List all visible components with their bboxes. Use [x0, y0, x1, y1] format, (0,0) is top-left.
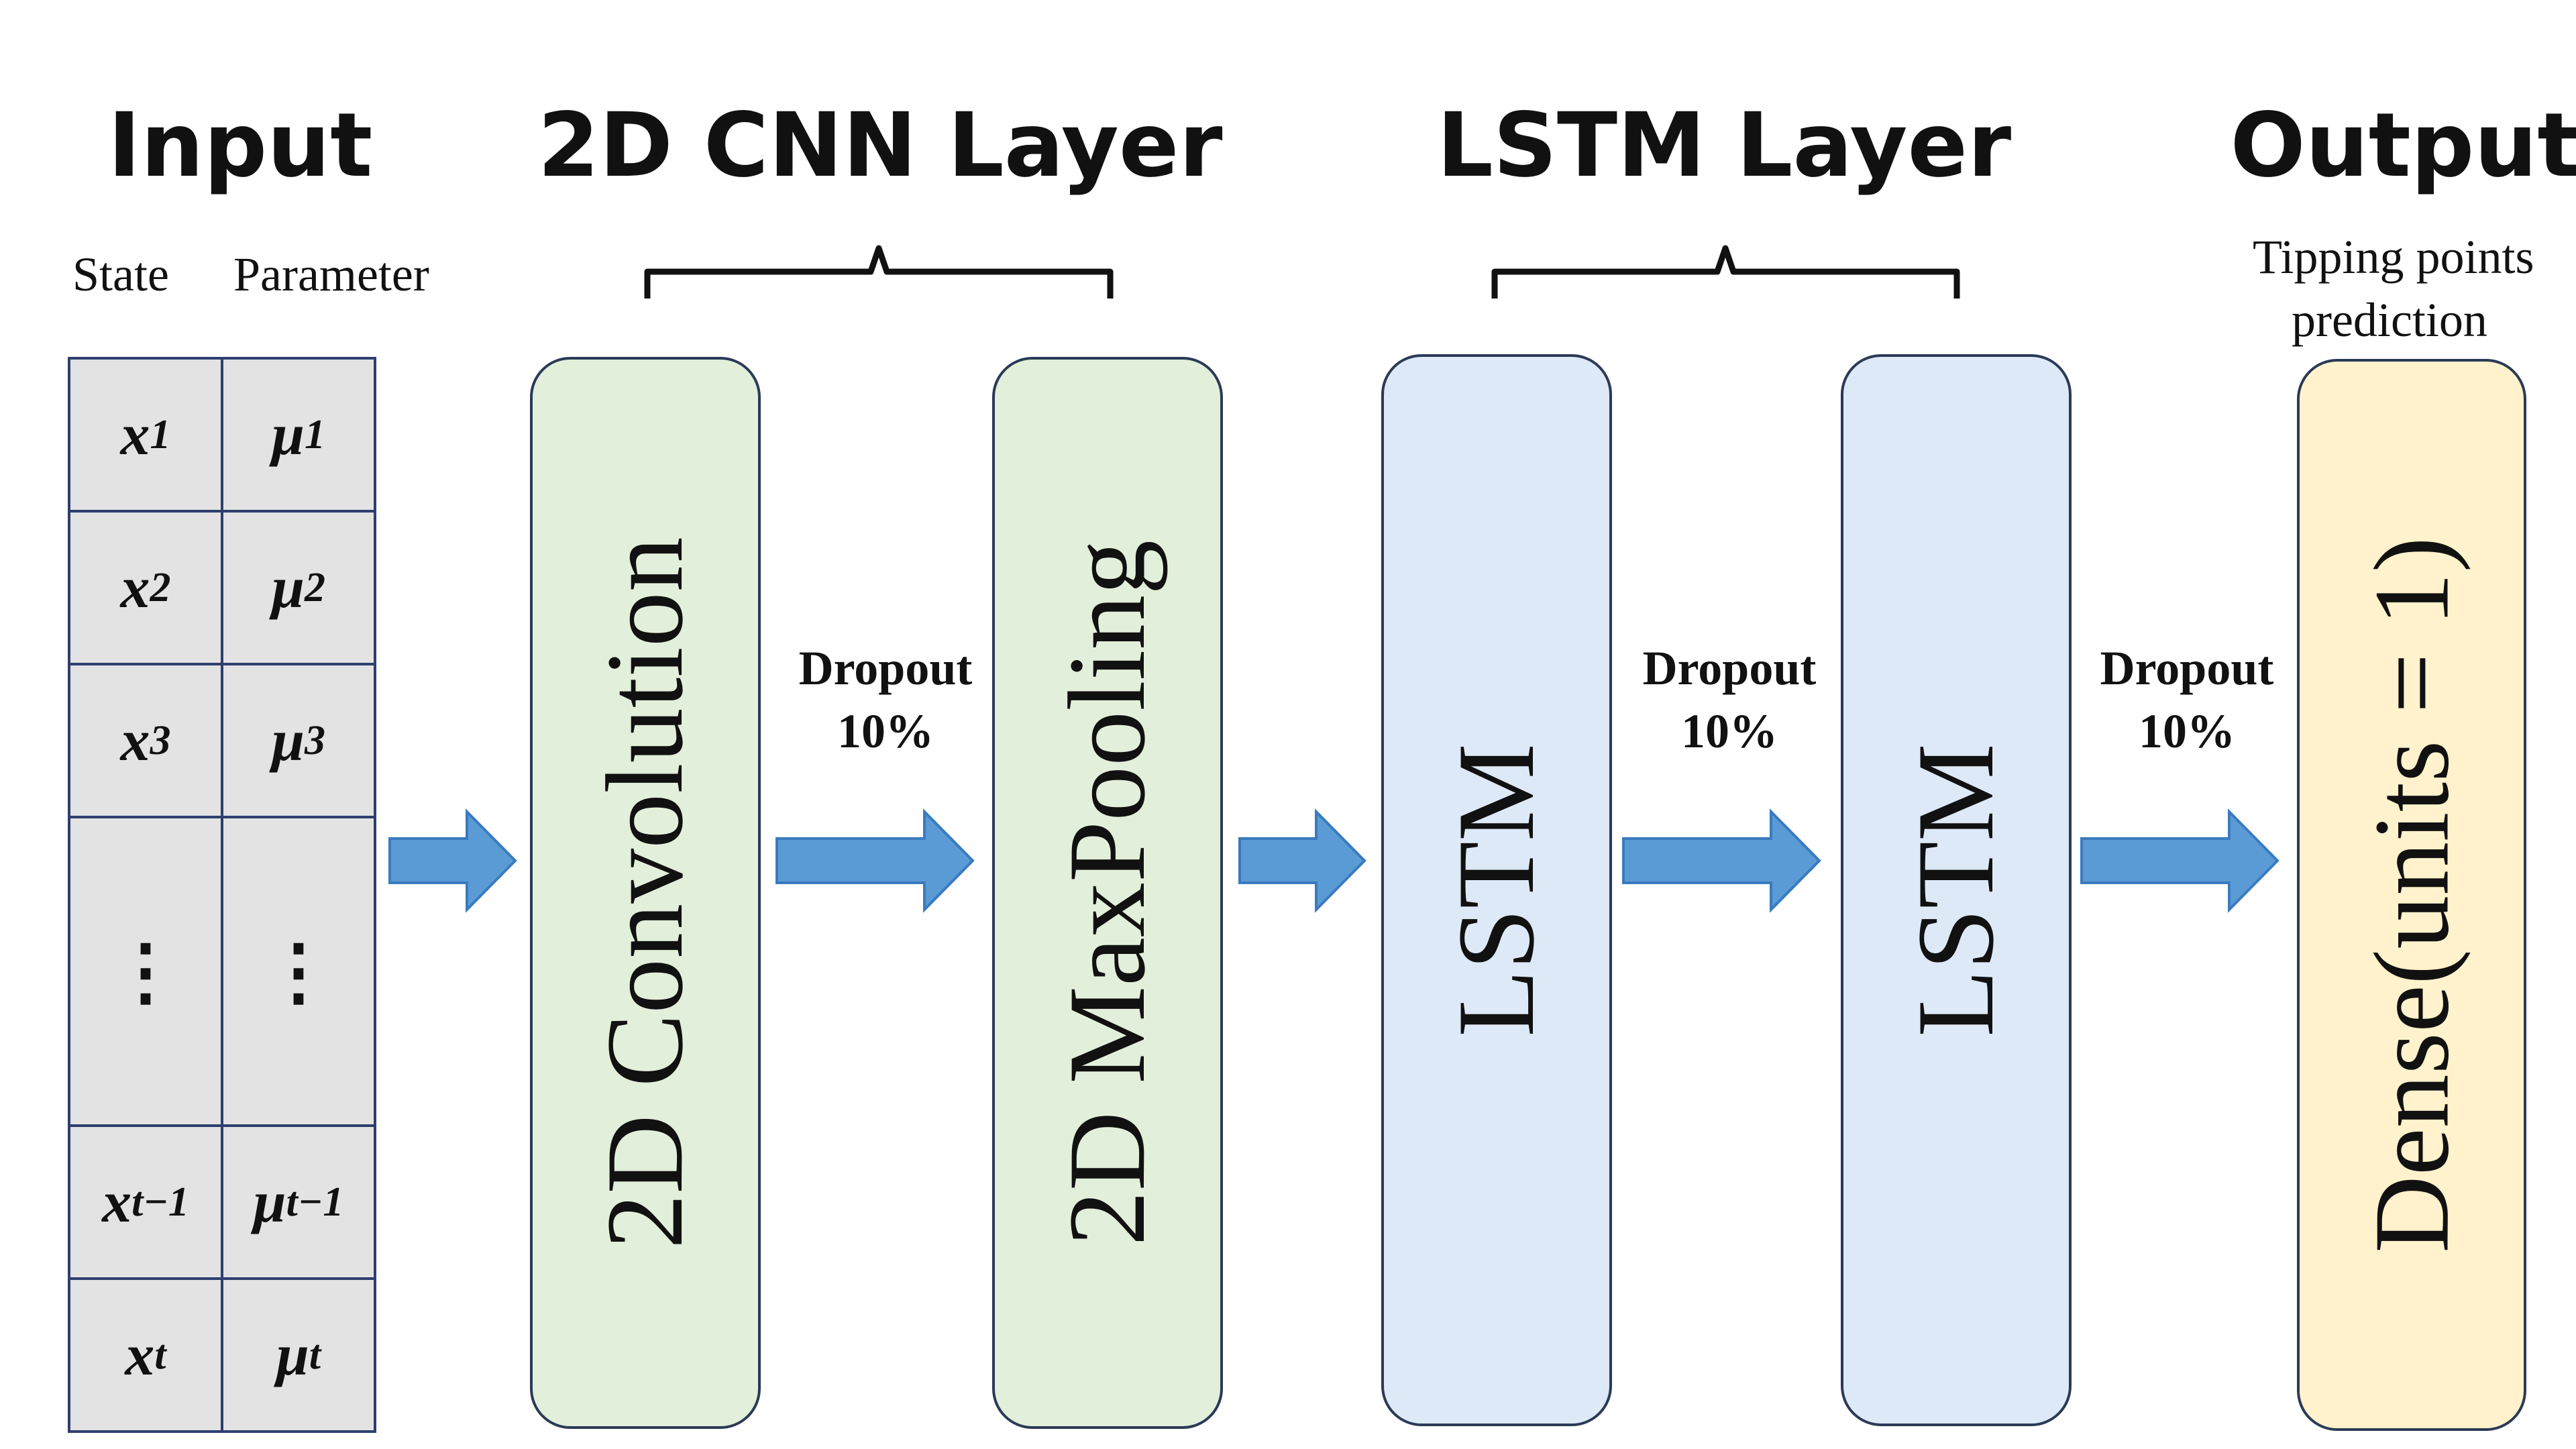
lstm2-block: LSTM — [1841, 354, 2072, 1426]
param-ellipsis-cell: ⋮ — [221, 816, 376, 1127]
output-caption-line1: Tipping points — [2253, 230, 2534, 284]
arrow-input-to-conv — [388, 808, 517, 913]
arrow-lstm2-to-dense — [2080, 808, 2279, 913]
lstm1-block: LSTM — [1381, 354, 1612, 1426]
header-state: State — [72, 248, 169, 301]
lstm-brace — [1491, 245, 1960, 299]
maxpool2d-block: 2D MaxPooling — [992, 357, 1223, 1429]
arrow-conv-to-pool — [775, 808, 975, 913]
title-cnn-layer: 2D CNN Layer — [537, 94, 1223, 197]
arrow-lstm1-to-lstm2 — [1622, 808, 1821, 913]
title-input: Input — [107, 94, 373, 197]
arrow-pool-to-lstm1 — [1238, 808, 1366, 913]
header-parameter: Parameter — [233, 248, 429, 301]
output-caption-line2: prediction — [2292, 293, 2487, 347]
title-lstm-layer: LSTM Layer — [1436, 94, 2012, 197]
dense-block: Dense(units = 1) — [2297, 359, 2526, 1431]
conv2d-block: 2D Convolution — [530, 357, 761, 1429]
cnn-brace — [644, 245, 1114, 299]
title-output: Output — [2230, 94, 2576, 197]
